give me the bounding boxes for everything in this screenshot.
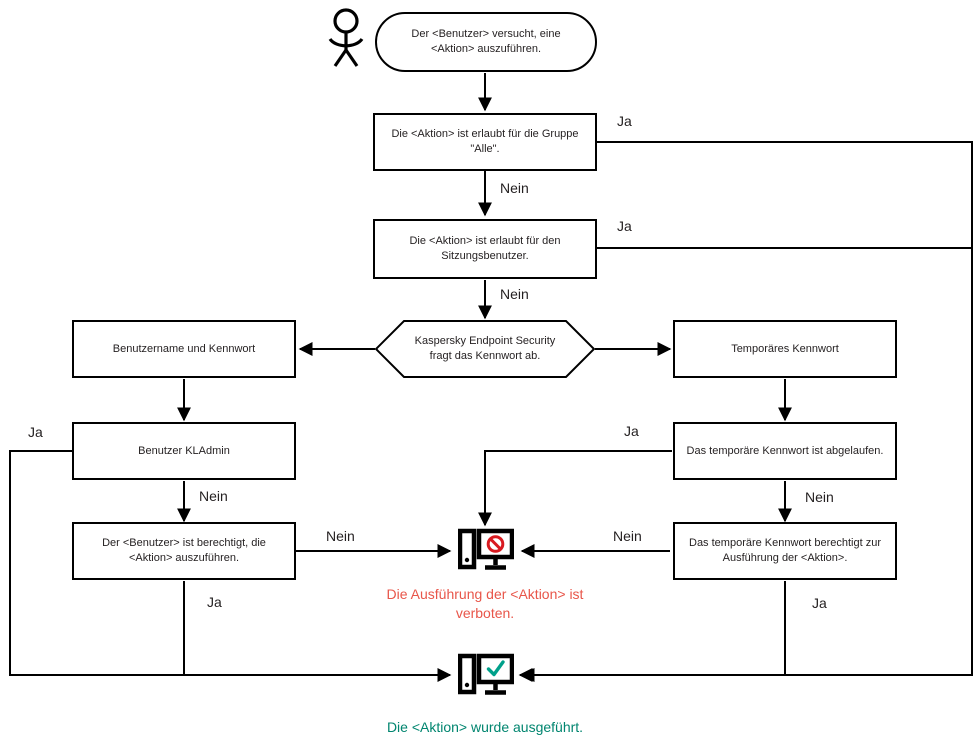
prompt-password-text: Kaspersky Endpoint Security fragt das Ke… <box>414 335 556 362</box>
start-node: Der <Benutzer> versucht, eine <Aktion> a… <box>375 12 597 72</box>
edge-temp-expired-yes <box>478 450 672 527</box>
user-person-icon <box>322 8 370 75</box>
edge-label-session-user-no: Nein <box>500 286 529 302</box>
user-permitted-text: Der <Benutzer> ist berechtigt, die <Akti… <box>102 537 266 564</box>
computer-forbidden-icon <box>457 526 515 579</box>
edge-label-temp-expired-no: Nein <box>805 489 834 505</box>
temporary-password-text: Temporäres Kennwort <box>731 342 839 355</box>
username-password-text: Benutzername und Kennwort <box>112 342 256 355</box>
temp-password-permits-text: Das temporäre Kennwort berechtigt zur Au… <box>689 537 881 564</box>
edge-label-group-all-yes: Ja <box>617 113 632 129</box>
edge-label-temp-permits-no: Nein <box>613 528 642 544</box>
edge-label-kladmin-no: Nein <box>199 488 228 504</box>
start-node-text: Der <Benutzer> versucht, eine <Aktion> a… <box>411 28 561 55</box>
computer-check-icon <box>457 651 515 704</box>
prompt-password-node: Kaspersky Endpoint Security fragt das Ke… <box>375 320 595 378</box>
edge-label-temp-expired-yes: Ja <box>624 423 639 439</box>
decision-group-all-text: Die <Aktion> ist erlaubt für die Gruppe … <box>391 128 579 155</box>
temp-password-expired-text: Das temporäre Kennwort ist abgelaufen. <box>686 444 884 457</box>
user-kladmin-text: Benutzer KLAdmin <box>138 444 230 457</box>
username-password-node: Benutzername und Kennwort <box>72 320 296 378</box>
user-permitted-node: Der <Benutzer> ist berechtigt, die <Akti… <box>72 522 296 580</box>
temp-password-expired-node: Das temporäre Kennwort ist abgelaufen. <box>673 422 897 480</box>
hexagon-shape <box>375 320 595 378</box>
terminal-forbidden-caption: Die Ausführung der <Aktion> ist verboten… <box>386 586 584 621</box>
edge-label-temp-permits-yes: Ja <box>812 595 827 611</box>
temp-password-permits-node: Das temporäre Kennwort berechtigt zur Au… <box>673 522 897 580</box>
decision-session-user-node: Die <Aktion> ist erlaubt für den Sitzung… <box>373 219 597 279</box>
edge-label-user-permitted-no: Nein <box>326 528 355 544</box>
decision-session-user-text: Die <Aktion> ist erlaubt für den Sitzung… <box>409 235 561 262</box>
edge-label-session-user-yes: Ja <box>617 218 632 234</box>
edge-label-kladmin-yes: Ja <box>28 424 43 440</box>
terminal-allowed-caption: Die <Aktion> wurde ausgeführt. <box>386 719 584 735</box>
decision-group-all-node: Die <Aktion> ist erlaubt für die Gruppe … <box>373 113 597 171</box>
user-kladmin-node: Benutzer KLAdmin <box>72 422 296 480</box>
edge-label-user-permitted-yes: Ja <box>207 594 222 610</box>
temporary-password-node: Temporäres Kennwort <box>673 320 897 378</box>
edge-label-group-all-no: Nein <box>500 180 529 196</box>
